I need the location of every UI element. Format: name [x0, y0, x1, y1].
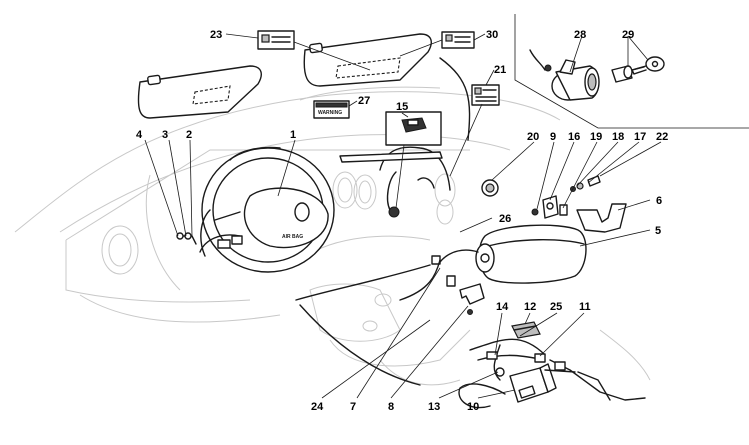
warning-label-text: WARNING	[318, 110, 342, 116]
callout-11: 11	[579, 301, 591, 313]
dash-upper-strip	[339, 151, 443, 163]
callout-16: 16	[568, 131, 580, 143]
dashboard-outline	[14, 86, 651, 386]
airbag-text: AIR BAG	[282, 234, 303, 240]
callout-3: 3	[162, 129, 168, 141]
ignition-keys-29	[611, 56, 665, 83]
callout-19: 19	[590, 131, 602, 143]
callout-24: 24	[311, 401, 324, 413]
inset-frame	[514, 14, 749, 129]
sun-visor-left	[137, 65, 262, 119]
sun-visor-harness	[439, 57, 471, 141]
callout-27: 27	[358, 95, 370, 107]
steering-harness	[176, 209, 243, 257]
callout-23: 23	[210, 29, 222, 41]
callout-21: 21	[494, 64, 506, 76]
callout-22: 22	[656, 131, 668, 143]
ignition-lock-28	[529, 49, 600, 101]
warning-label-23	[257, 30, 295, 50]
warning-label-30	[441, 31, 475, 49]
callout-28: 28	[574, 29, 586, 41]
callout-7: 7	[350, 401, 356, 413]
sun-visor-right	[303, 33, 432, 87]
steering-wheel-airbag-1: AIR BAG	[201, 146, 335, 273]
callout-18: 18	[612, 131, 624, 143]
callout-8: 8	[388, 401, 394, 413]
callout-26: 26	[499, 213, 511, 225]
passenger-harness	[399, 249, 479, 301]
control-unit-10	[458, 338, 646, 409]
callout-12: 12	[524, 301, 536, 313]
callout-1: 1	[290, 129, 296, 141]
bracket-8	[459, 283, 485, 315]
warning-label-27: WARNING	[313, 100, 350, 119]
mounting-hardware	[481, 175, 627, 233]
callout-17: 17	[634, 131, 646, 143]
passenger-airbag-module-5	[475, 224, 587, 284]
leader-lines	[144, 33, 662, 399]
callout-numbers: 23 30 28 29 21 27 15 4 3 2 1 20 9 16 19 …	[136, 29, 668, 413]
callout-9: 9	[550, 131, 556, 143]
callout-10: 10	[467, 401, 479, 413]
sensor-block-12	[511, 321, 541, 339]
callout-25: 25	[550, 301, 562, 313]
callout-6: 6	[656, 195, 662, 207]
callout-4: 4	[136, 129, 143, 141]
callout-14: 14	[496, 301, 509, 313]
callout-2: 2	[186, 129, 192, 141]
callout-30: 30	[486, 29, 498, 41]
callout-20: 20	[527, 131, 539, 143]
callout-29: 29	[622, 29, 634, 41]
callout-13: 13	[428, 401, 440, 413]
warning-label-21	[471, 84, 500, 106]
callout-5: 5	[655, 225, 661, 237]
clock-spring-15-box	[385, 111, 442, 146]
callout-15: 15	[396, 101, 408, 113]
